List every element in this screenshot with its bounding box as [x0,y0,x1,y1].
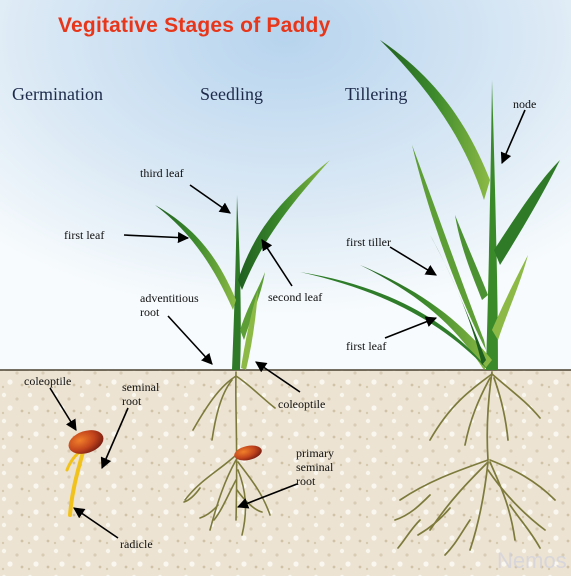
label-adventitious-root-line2: root [140,305,159,319]
label-coleoptile-seedling: coleoptile [278,397,325,411]
label-second-leaf: second leaf [268,290,322,304]
label-primary-seminal-root-line3: root [296,474,315,488]
label-third-leaf: third leaf [140,166,184,180]
label-adventitious-root-line1: adventitious [140,291,199,305]
label-coleoptile-germination: coleoptile [24,374,71,388]
label-radicle: radicle [120,537,153,551]
label-first-tiller: first tiller [346,235,391,249]
stage-label-germination: Germination [12,84,103,105]
label-seminal-root-line1: seminal [122,380,159,394]
label-seminal-root-line2: root [122,394,141,408]
stage-label-tillering: Tillering [345,84,407,105]
label-first-leaf-tillering: first leaf [346,339,386,353]
label-first-leaf-seedling: first leaf [64,228,104,242]
label-node: node [513,97,536,111]
watermark: Nemos [497,548,567,574]
stage-label-seedling: Seedling [200,84,263,105]
label-primary-seminal-root-line1: primary [296,446,334,460]
diagram-title: Vegitative Stages of Paddy [58,14,330,38]
label-primary-seminal-root-line2: seminal [296,460,333,474]
